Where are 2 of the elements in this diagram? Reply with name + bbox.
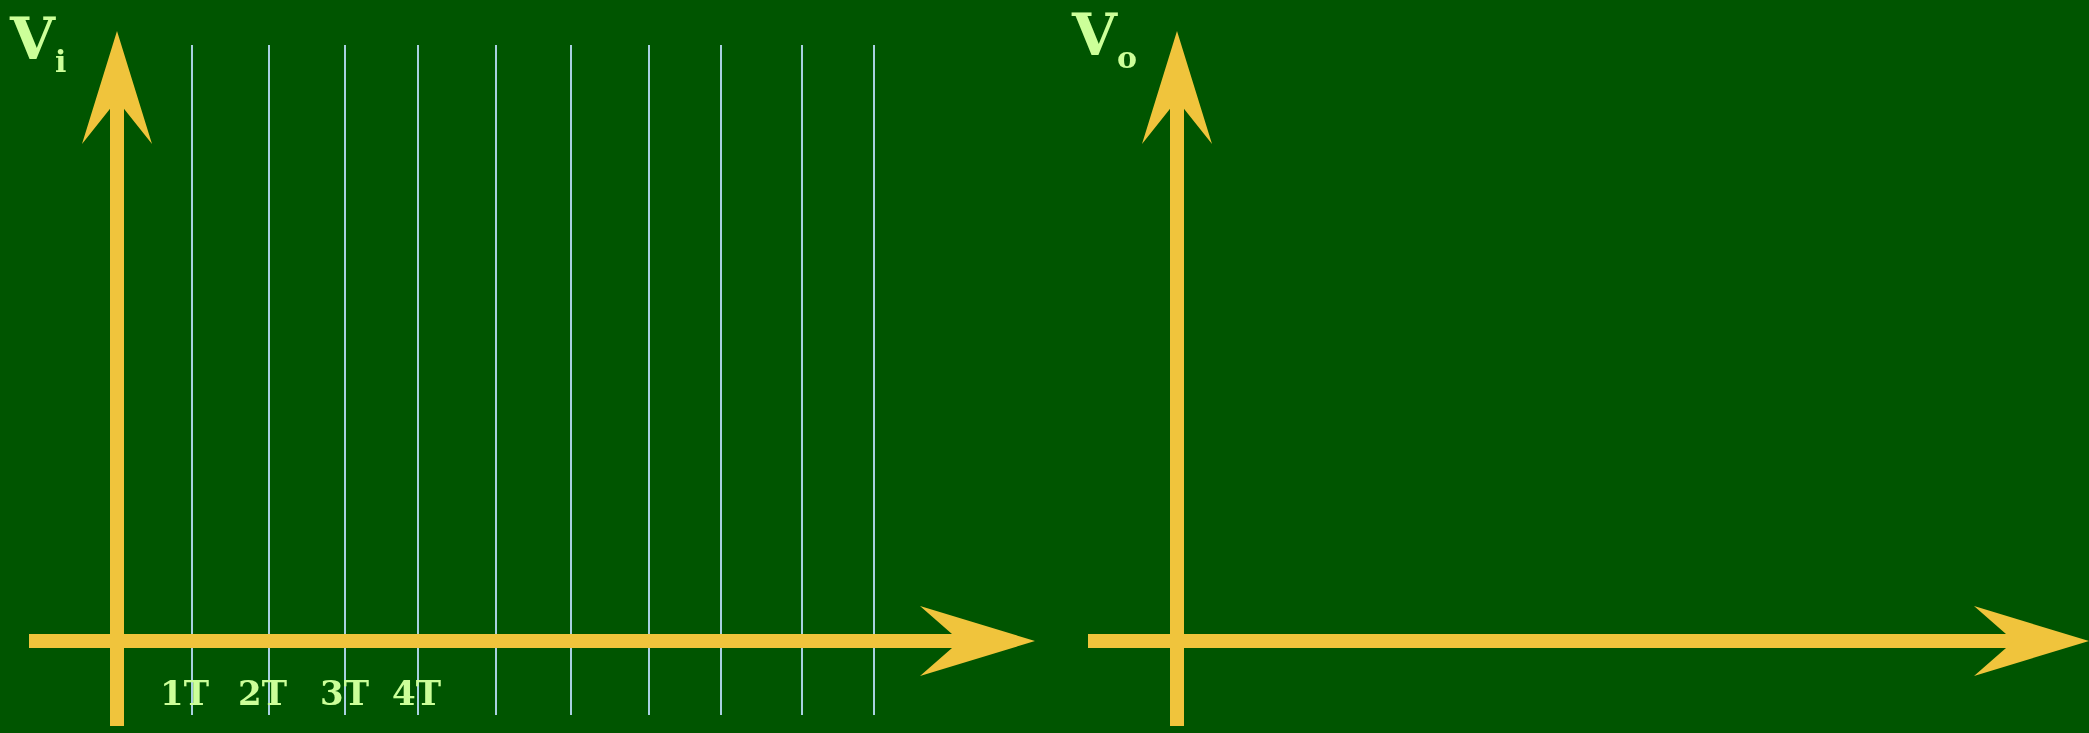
axis-label: V$_{i}$ xyxy=(10,10,67,77)
axis-label: V$_{o}$ xyxy=(1072,6,1138,73)
